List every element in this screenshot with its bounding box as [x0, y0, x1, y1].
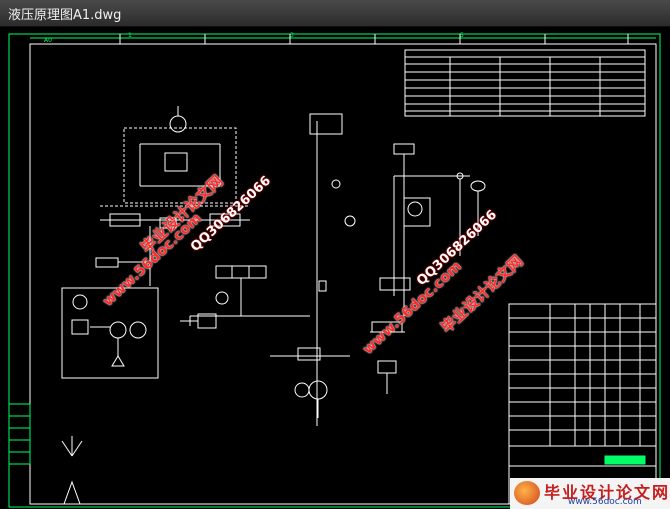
- corner-label: A0: [44, 37, 52, 44]
- ruler-label: 1: [128, 32, 132, 39]
- banner-url: www.56doc.com: [568, 497, 642, 507]
- site-logo-icon: [514, 481, 540, 505]
- banner-site-name: 毕业设计论文网: [544, 483, 670, 502]
- hydraulic-schematic: [8, 33, 661, 508]
- site-banner[interactable]: 毕业设计论文网 www.56doc.com: [510, 478, 670, 509]
- ruler-label: 3: [290, 32, 294, 39]
- window-titlebar[interactable]: 液压原理图A1.dwg: [0, 0, 670, 27]
- window-title: 液压原理图A1.dwg: [8, 8, 122, 23]
- ruler-label: 5: [460, 32, 464, 39]
- drawing-canvas[interactable]: 1 3 5 A0 毕业设计论文网 QQ306826066 www.56doc.c…: [0, 26, 670, 509]
